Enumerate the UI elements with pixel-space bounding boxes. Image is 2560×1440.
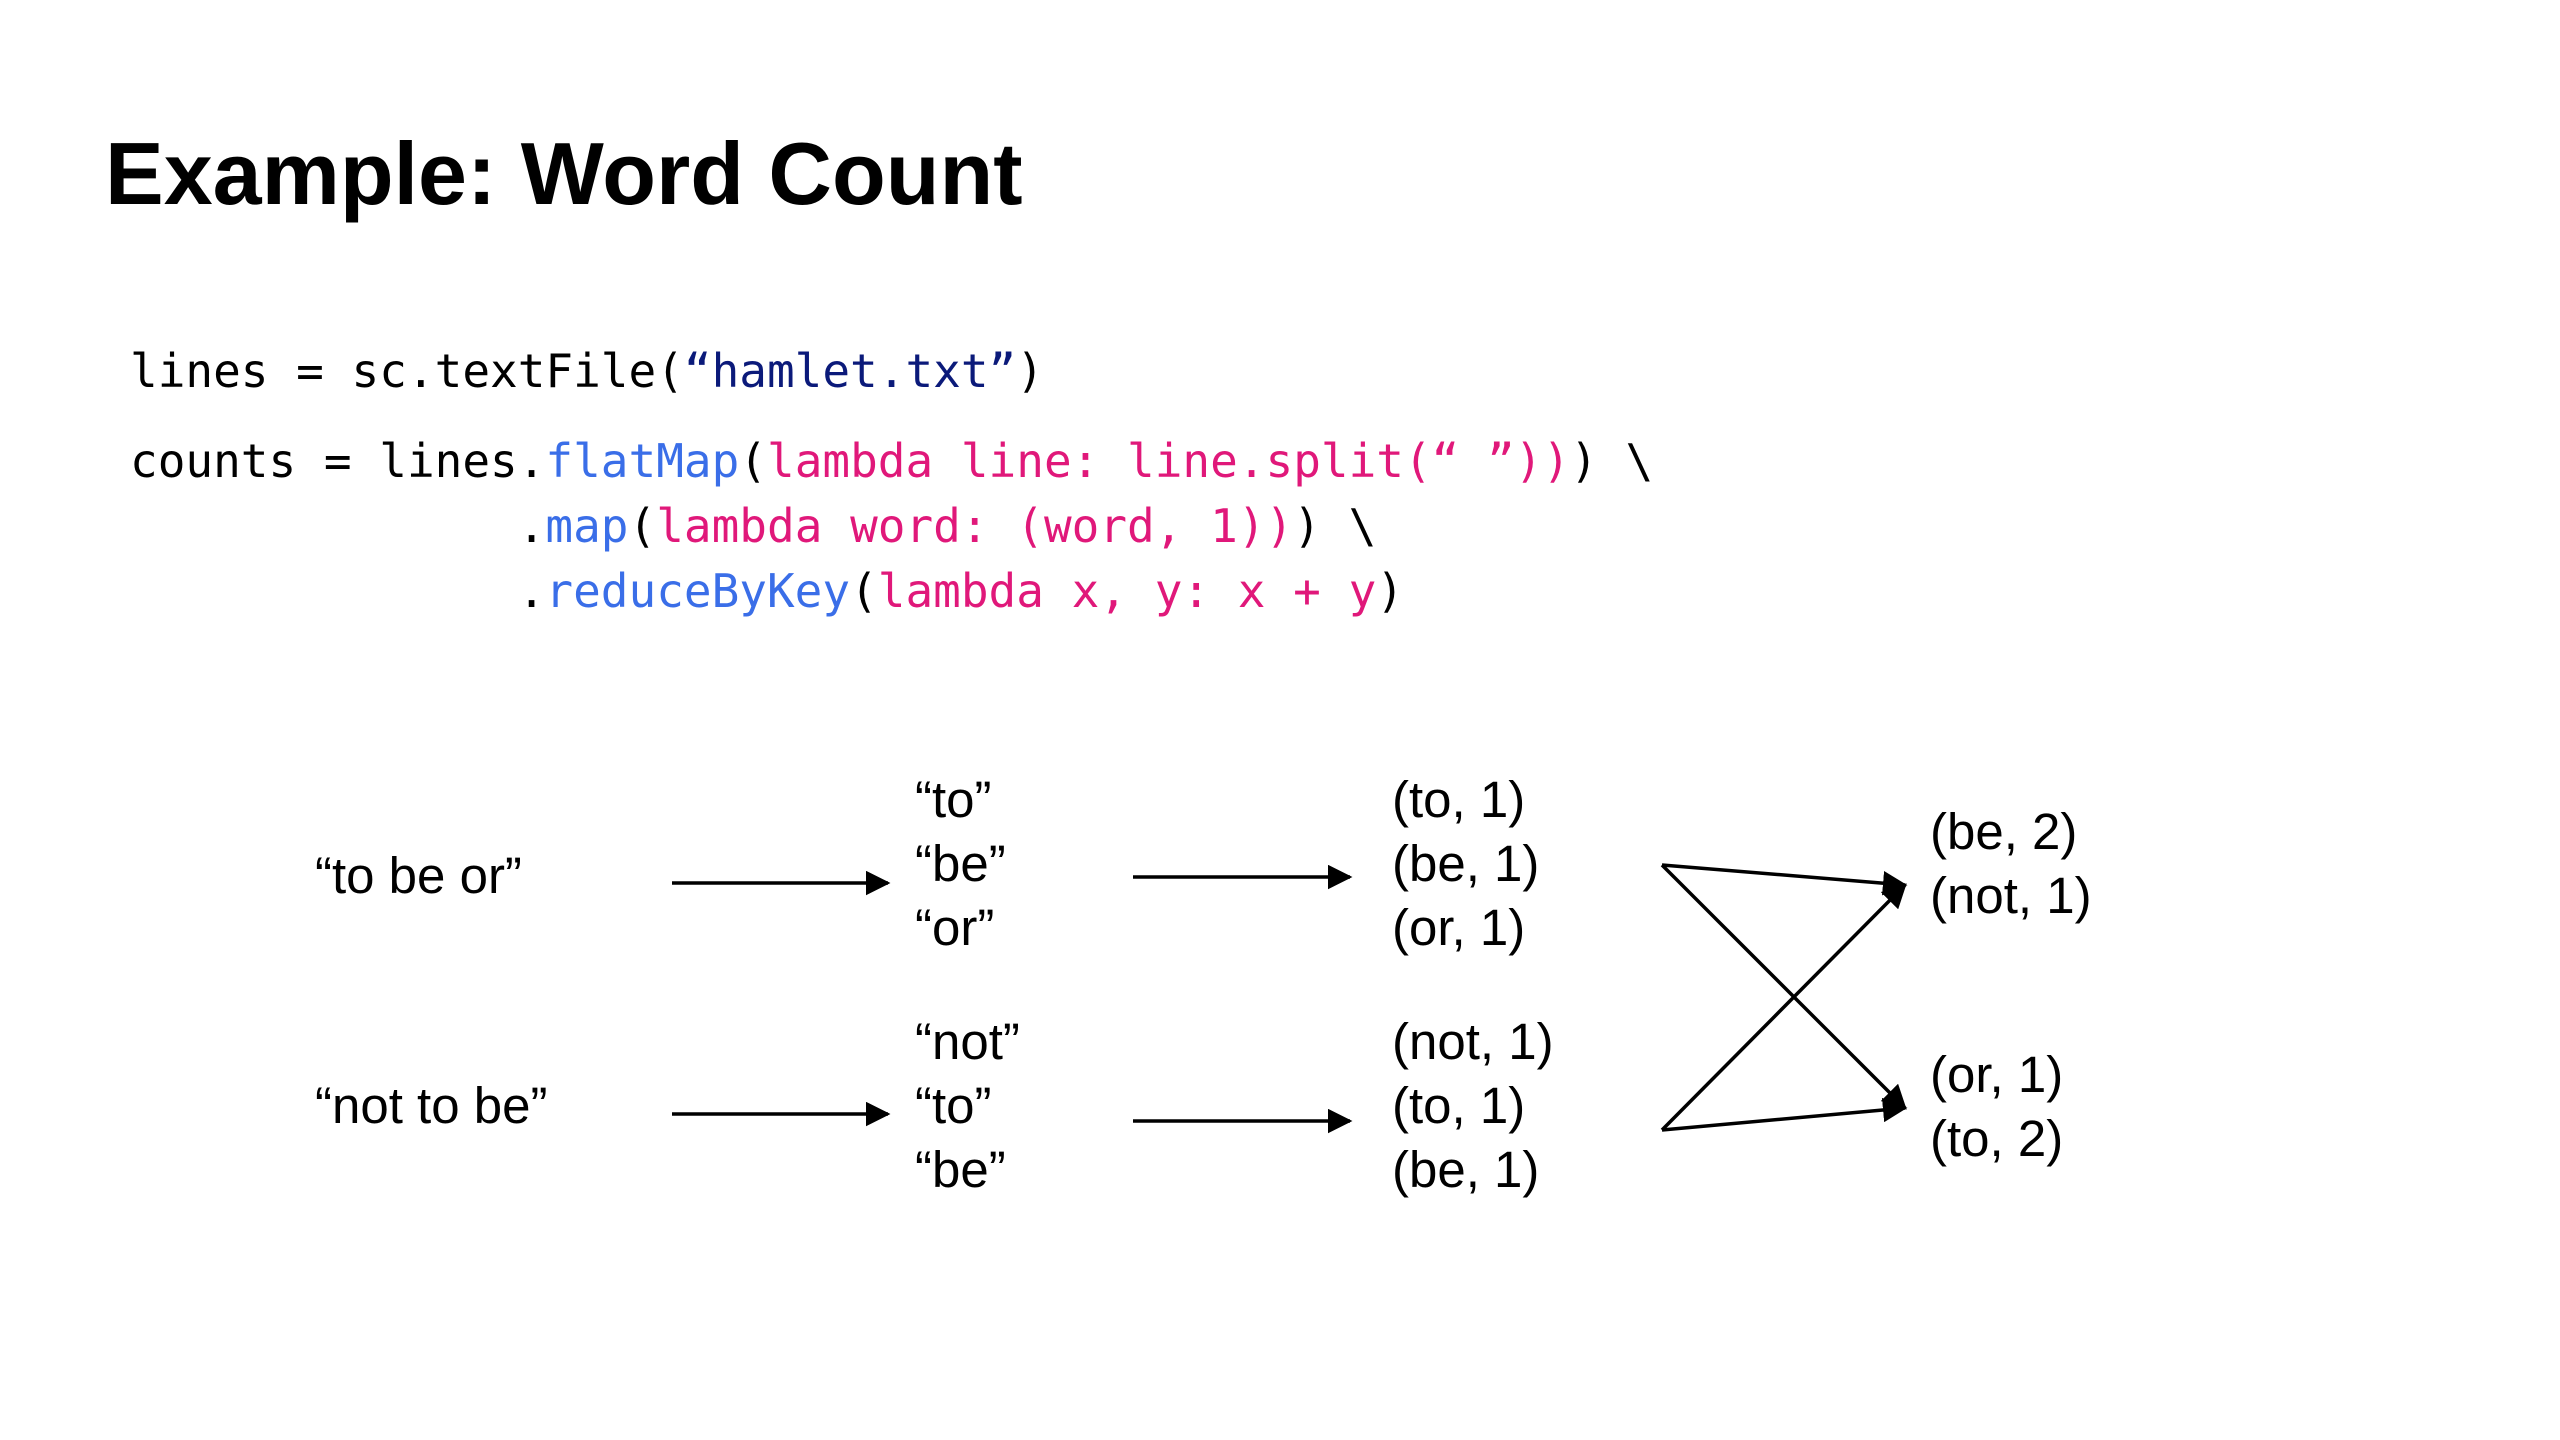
- arrow-reduce-top-to-top: [1661, 863, 1908, 896]
- input-line-top: “to be or”: [315, 847, 522, 904]
- reduced-item: (or, 1): [1930, 1046, 2064, 1103]
- arrow-reduce-bottom-to-top: [1660, 883, 1907, 1132]
- words-group-top: “to” “be” “or”: [915, 768, 1006, 960]
- pairs-group-bottom: (not, 1) (to, 1) (be, 1): [1392, 1010, 1554, 1202]
- word-item: “not”: [915, 1013, 1020, 1070]
- code-lambda: lambda x, y: x + y: [877, 564, 1377, 618]
- code-function-map: map: [545, 499, 629, 553]
- pair-item: (not, 1): [1392, 1013, 1554, 1070]
- input-line-bottom: “not to be”: [315, 1077, 548, 1134]
- pair-item: (or, 1): [1392, 899, 1526, 956]
- pair-item: (be, 1): [1392, 835, 1540, 892]
- reduced-group-top: (be, 2) (not, 1): [1930, 800, 2092, 928]
- word-item: “to”: [915, 771, 992, 828]
- code-token: (: [739, 434, 767, 488]
- code-token: ): [1376, 564, 1404, 618]
- code-line-4: .reduceByKey(lambda x, y: x + y): [130, 568, 1404, 614]
- code-function-flatmap: flatMap: [545, 434, 740, 488]
- code-token: .: [130, 564, 546, 618]
- arrow-reduce-top-to-bottom: [1660, 863, 1907, 1110]
- code-line-1: lines = sc.textFile(“hamlet.txt”): [130, 348, 1044, 394]
- code-line-2: counts = lines.flatMap(lambda line: line…: [130, 438, 1653, 484]
- pair-item: (be, 1): [1392, 1141, 1540, 1198]
- code-token: ) \: [1570, 434, 1654, 488]
- code-string-literal: “hamlet.txt”: [683, 344, 1017, 398]
- word-item: “be”: [915, 1141, 1006, 1198]
- code-token: lines = sc.textFile(: [130, 344, 684, 398]
- code-function-reducebykey: reduceByKey: [545, 564, 851, 618]
- code-token: counts = lines.: [130, 434, 546, 488]
- pair-item: (to, 1): [1392, 1077, 1526, 1134]
- word-item: “or”: [915, 899, 995, 956]
- reduced-item: (be, 2): [1930, 803, 2078, 860]
- code-lambda: lambda word: (word, 1)): [656, 499, 1294, 553]
- word-item: “to”: [915, 1077, 992, 1134]
- code-token: ): [1016, 344, 1044, 398]
- words-group-bottom: “not” “to” “be”: [915, 1010, 1020, 1202]
- arrow-reduce-bottom-to-bottom: [1661, 1097, 1908, 1132]
- reduced-group-bottom: (or, 1) (to, 2): [1930, 1043, 2063, 1171]
- pairs-group-top: (to, 1) (be, 1) (or, 1): [1392, 768, 1539, 960]
- code-token: .: [130, 499, 546, 553]
- code-lambda: lambda line: line.split(“ ”)): [767, 434, 1571, 488]
- reduced-item: (to, 2): [1930, 1110, 2064, 1167]
- code-line-3: .map(lambda word: (word, 1))) \: [130, 503, 1377, 549]
- word-item: “be”: [915, 835, 1006, 892]
- reduced-item: (not, 1): [1930, 867, 2092, 924]
- code-token: ) \: [1293, 499, 1377, 553]
- slide-title: Example: Word Count: [105, 124, 1023, 223]
- code-token: (: [628, 499, 657, 553]
- pair-item: (to, 1): [1392, 771, 1526, 828]
- code-token: (: [850, 564, 878, 618]
